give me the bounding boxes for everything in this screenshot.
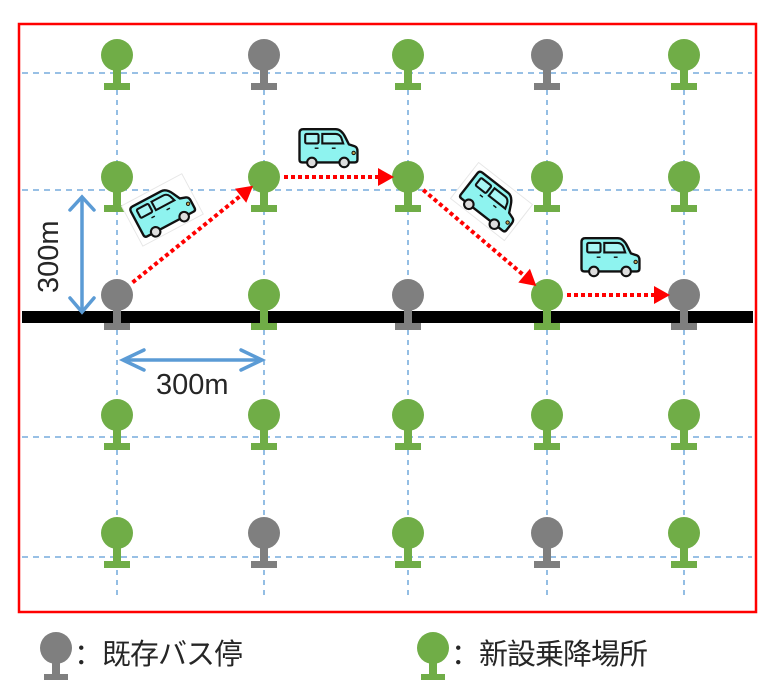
- grid-lines: [22, 60, 752, 600]
- route-arrowhead: [518, 268, 537, 286]
- existing-bus-stop-pin-icon: [392, 279, 424, 330]
- existing-bus-stop-pin-icon: [531, 517, 563, 568]
- vertical-dimension-label: 300m: [33, 220, 65, 293]
- new-stop-pin-icon: [531, 161, 563, 212]
- new-stop-pin-icon: [392, 161, 424, 212]
- route-arrowhead: [234, 185, 254, 203]
- vertical-dimension: 300m: [33, 194, 96, 315]
- new-stop-pin-icon: [531, 279, 563, 330]
- new-stop-pin-icon: [668, 517, 700, 568]
- van-icon: [120, 173, 204, 247]
- new-stop-pin-icon: [248, 279, 280, 330]
- legend-new-label: ：新設乗降場所: [451, 637, 648, 671]
- existing-bus-stop-pin-icon: [248, 517, 280, 568]
- legend-existing-pin-icon: [40, 632, 72, 680]
- legend-existing: ：既存バス停: [68, 622, 243, 682]
- van-icon: [298, 128, 359, 169]
- existing-bus-stop-pin-icon: [248, 39, 280, 90]
- new-stop-pin-icon: [101, 399, 133, 450]
- new-stop-pin-icon: [392, 399, 424, 450]
- new-stop-pin-icon: [101, 517, 133, 568]
- legend-new: ：新設乗降場所: [445, 622, 648, 682]
- main-road: [22, 311, 753, 323]
- new-stop-pin-icon: [531, 399, 563, 450]
- new-stop-pin-icon: [248, 399, 280, 450]
- van-icon: [580, 237, 641, 278]
- route-arrow: [131, 191, 245, 285]
- new-stop-pin-icon: [248, 161, 280, 212]
- legend-new-pin-icon: [417, 632, 449, 680]
- new-stop-pin-icon: [392, 517, 424, 568]
- route-arrowhead: [654, 286, 670, 304]
- legend-existing-label: ：既存バス停: [74, 637, 243, 671]
- route-layer: [131, 168, 670, 304]
- new-stop-pin-icon: [668, 39, 700, 90]
- route-arrow: [421, 188, 529, 280]
- new-stop-pin-icon: [101, 39, 133, 90]
- new-stop-pin-icon: [101, 161, 133, 212]
- stops-layer: [101, 39, 700, 568]
- existing-bus-stop-pin-icon: [668, 279, 700, 330]
- horizontal-dimension-label: 300m: [156, 369, 229, 401]
- area-frame: [17, 22, 758, 614]
- horizontal-dimension: 300m: [118, 348, 267, 401]
- route-arrowhead: [378, 168, 394, 186]
- new-stop-pin-icon: [668, 399, 700, 450]
- vans-layer: [120, 128, 641, 278]
- existing-bus-stop-pin-icon: [101, 279, 133, 330]
- existing-bus-stop-pin-icon: [531, 39, 563, 90]
- van-icon: [449, 161, 534, 242]
- new-stop-pin-icon: [392, 39, 424, 90]
- new-stop-pin-icon: [668, 161, 700, 212]
